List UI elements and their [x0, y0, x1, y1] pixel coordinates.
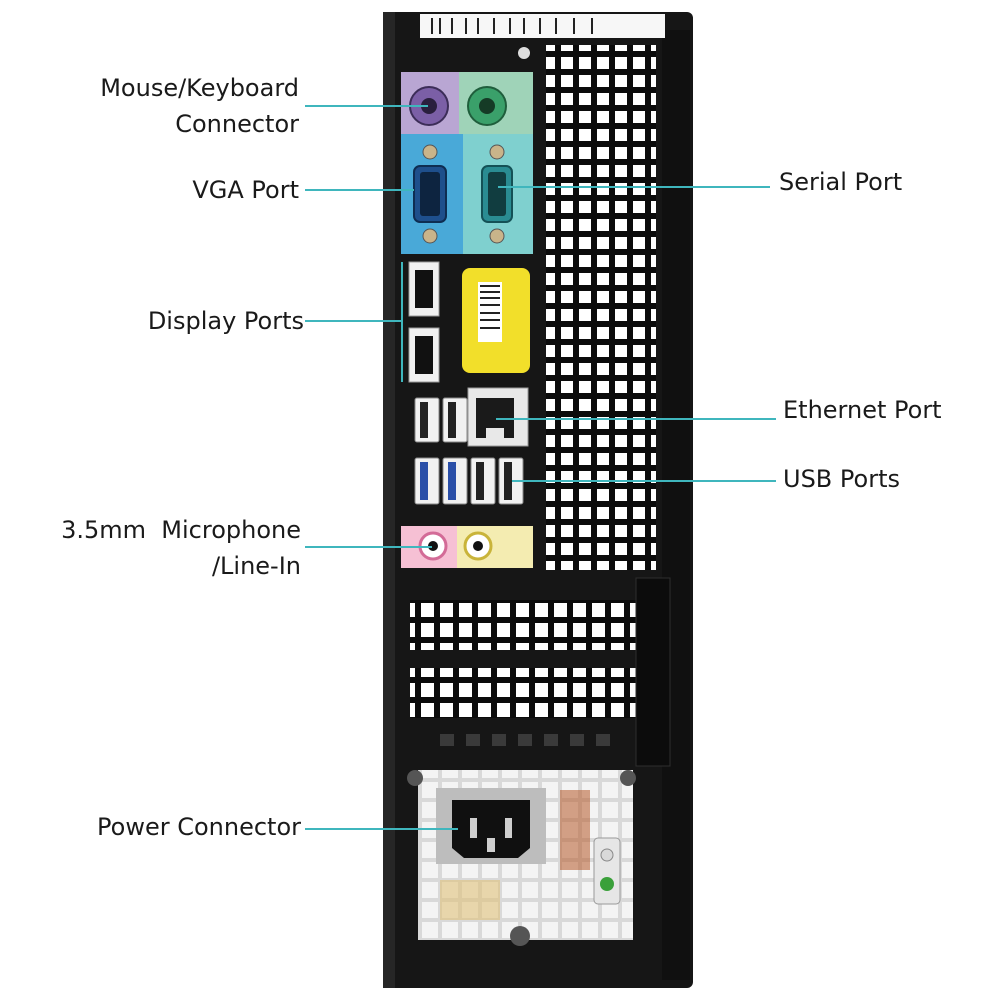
label-vga: VGA Port — [192, 176, 299, 204]
label-display: Display Ports — [147, 307, 304, 335]
vga-port — [413, 144, 447, 244]
usb-port — [414, 397, 440, 443]
label-mouse-keyboard: Mouse/Keyboard Connector — [40, 70, 299, 142]
usb-port — [442, 397, 468, 443]
serial-port — [481, 144, 513, 244]
label-usb: USB Ports — [783, 465, 900, 493]
label-serial: Serial Port — [779, 168, 903, 196]
label-mic-line1: 3.5mm Microphone — [61, 516, 301, 544]
label-power: Power Connector — [97, 813, 301, 841]
audio-jack — [463, 531, 493, 561]
callout-lines — [305, 105, 776, 830]
label-mouse-keyboard-line2: Connector — [175, 110, 299, 138]
vent-grille — [546, 45, 656, 570]
display-port — [408, 261, 440, 317]
expansion-slot-cover — [410, 668, 642, 718]
service-tag-sticker — [420, 14, 665, 38]
label-mic-line2: /Line-In — [211, 552, 301, 580]
label-mic: 3.5mm Microphone /Line-In — [20, 512, 301, 584]
usb-port — [414, 457, 440, 505]
display-port — [408, 327, 440, 383]
ps2-keyboard-port — [467, 86, 507, 126]
ethernet-port — [467, 387, 529, 447]
usb-port — [442, 457, 468, 505]
psu-test-button — [593, 837, 621, 905]
power-socket — [436, 788, 546, 864]
expansion-slot-cover — [410, 600, 642, 650]
usb-port — [470, 457, 496, 505]
label-mouse-keyboard-line1: Mouse/Keyboard — [100, 74, 299, 102]
label-ethernet: Ethernet Port — [783, 396, 942, 424]
audio-jack — [418, 531, 448, 561]
